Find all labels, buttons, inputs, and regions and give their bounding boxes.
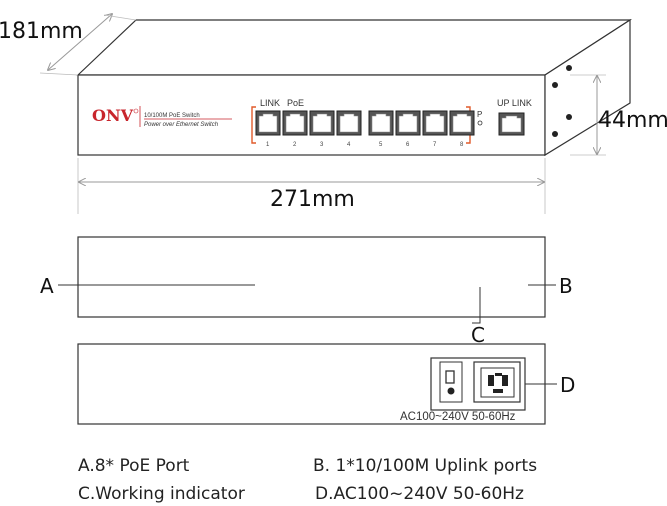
legend: A.8* PoE Port B. 1*10/100M Uplink ports … xyxy=(78,456,537,504)
callout-d: D xyxy=(525,373,575,397)
poe-port xyxy=(395,110,421,136)
port-number: 7 xyxy=(433,142,437,148)
bracket-left xyxy=(251,106,256,144)
link-label: LINK xyxy=(260,98,280,108)
brand-block: ONV 10/100M PoE Switch Power over Ethern… xyxy=(92,106,232,128)
poe-port xyxy=(255,110,281,136)
port-number: 3 xyxy=(320,142,324,148)
front-panel-3d: LINK PoE 1 2 3 4 5 6 7 8 P UP LINK xyxy=(251,98,532,148)
callout-d-label: D xyxy=(560,373,575,397)
poe-port xyxy=(422,110,448,136)
height-label: 44mm xyxy=(598,108,667,133)
poe-port xyxy=(336,110,362,136)
power-module xyxy=(430,357,526,411)
port-number: 4 xyxy=(347,142,351,148)
callout-a: A xyxy=(40,274,255,298)
working-indicator xyxy=(477,120,483,126)
power-spec-label: AC100~240V 50-60Hz xyxy=(400,411,516,423)
callout-c-label: C xyxy=(471,323,485,347)
width-label: 271mm xyxy=(270,187,355,212)
brand-logo: ONV xyxy=(92,106,134,125)
uplink-label: UP LINK xyxy=(497,98,532,108)
port-number: 1 xyxy=(266,142,270,148)
callout-a-label: A xyxy=(40,274,54,298)
poe-port xyxy=(309,110,335,136)
port-number: 2 xyxy=(293,142,297,148)
width-dimension: 271mm xyxy=(77,158,546,214)
poe-label: PoE xyxy=(287,98,304,108)
model-line-2: Power over Ethernet Switch xyxy=(144,122,219,128)
height-dimension: 44mm xyxy=(570,74,667,156)
callout-c: C xyxy=(471,287,485,347)
indicator-label: P xyxy=(477,110,482,119)
legend-c: C.Working indicator xyxy=(78,484,245,504)
port-number: 6 xyxy=(406,142,410,148)
uplink-port xyxy=(498,112,525,136)
depth-dimension: 181mm xyxy=(0,14,137,76)
model-line-1: 10/100M PoE Switch xyxy=(144,113,200,119)
power-switch xyxy=(439,361,463,403)
poe-port xyxy=(282,110,308,136)
legend-d: D.AC100~240V 50-60Hz xyxy=(315,484,524,504)
port-number: 5 xyxy=(379,142,383,148)
callout-b-label: B xyxy=(559,274,573,298)
poe-port xyxy=(449,110,475,136)
side-screws xyxy=(552,65,572,137)
depth-label: 181mm xyxy=(0,19,83,44)
legend-a: A.8* PoE Port xyxy=(78,456,190,476)
front-panel-outline xyxy=(77,236,546,318)
legend-b: B. 1*10/100M Uplink ports xyxy=(313,456,537,476)
port-number: 8 xyxy=(460,142,464,148)
callout-b: B xyxy=(528,274,573,298)
poe-port xyxy=(368,110,394,136)
